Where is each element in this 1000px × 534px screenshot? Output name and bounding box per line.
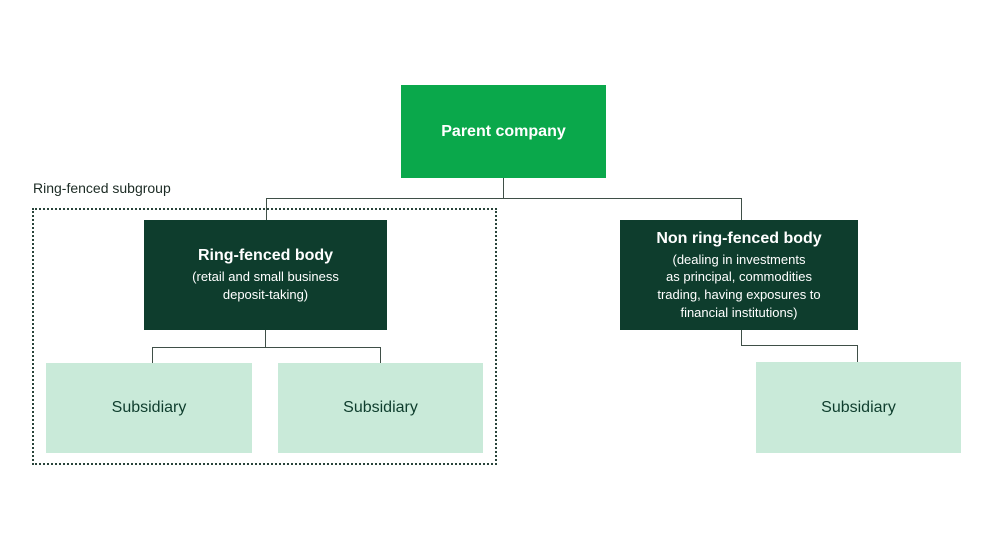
parent-company-node: Parent company <box>401 85 606 178</box>
connector-drop-subsidiary-middle <box>380 347 381 363</box>
connector-ring-fenced-bar <box>152 347 381 348</box>
connector-drop-ring-fenced-body <box>266 198 267 220</box>
non-ring-fenced-body-subtitle: (dealing in investments as principal, co… <box>657 251 821 320</box>
connector-drop-subsidiary-left <box>152 347 153 363</box>
connector-drop-non-ring-fenced-body <box>741 198 742 220</box>
non-ring-fenced-body-title: Non ring-fenced body <box>656 229 822 247</box>
subsidiary-left-node: Subsidiary <box>46 363 252 453</box>
ring-fenced-body-title: Ring-fenced body <box>197 247 334 265</box>
ring-fenced-body-subtitle: (retail and small business deposit-takin… <box>192 269 339 302</box>
connector-parent-stub <box>503 178 504 198</box>
ring-fenced-subgroup-label: Ring-fenced subgroup <box>33 180 171 196</box>
subsidiary-left-title: Subsidiary <box>111 399 187 416</box>
subsidiary-right-node: Subsidiary <box>756 362 961 453</box>
connector-drop-subsidiary-right <box>857 345 858 362</box>
ring-fenced-subgroup-boundary <box>32 208 497 465</box>
ring-fenced-body-node: Ring-fenced body (retail and small busin… <box>144 220 387 330</box>
connector-ring-fenced-body-stub <box>265 330 266 347</box>
connector-top-bar <box>266 198 742 199</box>
subsidiary-middle-node: Subsidiary <box>278 363 483 453</box>
subsidiary-right-title: Subsidiary <box>821 398 896 416</box>
subsidiary-middle-title: Subsidiary <box>343 399 418 416</box>
parent-company-title: Parent company <box>441 122 566 140</box>
non-ring-fenced-body-node: Non ring-fenced body (dealing in investm… <box>620 220 858 330</box>
connector-non-ring-fenced-bar <box>741 345 858 346</box>
connector-non-ring-fenced-stub <box>741 330 742 345</box>
